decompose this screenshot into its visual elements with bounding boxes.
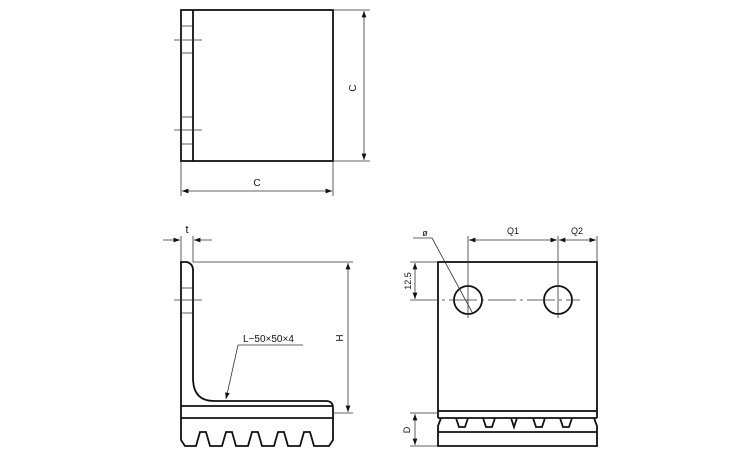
callout-leader [225, 344, 239, 400]
top-view: C C [174, 9, 370, 196]
serrated-base [180, 418, 334, 447]
dim-label-h: H [335, 334, 346, 341]
dim-label-q1: Q1 [507, 226, 519, 236]
front-view-outline [437, 261, 598, 412]
dim-label-diameter: ø [422, 228, 428, 238]
dim-label-q2: Q2 [571, 226, 583, 236]
side-view: t H L−50×50×4 [163, 224, 353, 447]
diameter-leader [431, 237, 473, 313]
callout-label: L−50×50×4 [243, 334, 294, 345]
dim-label-t: t [185, 224, 188, 236]
dim-label-c-horizontal: C [253, 178, 260, 189]
dim-label-offset: 12.5 [403, 272, 413, 290]
angle-profile [180, 261, 334, 419]
dim-label-c-vertical: C [348, 84, 359, 91]
front-view: ø Q1 Q2 12.5 D [402, 226, 598, 447]
serrated-band [437, 417, 598, 447]
dim-label-d: D [402, 426, 412, 433]
top-view-outline [180, 9, 334, 162]
